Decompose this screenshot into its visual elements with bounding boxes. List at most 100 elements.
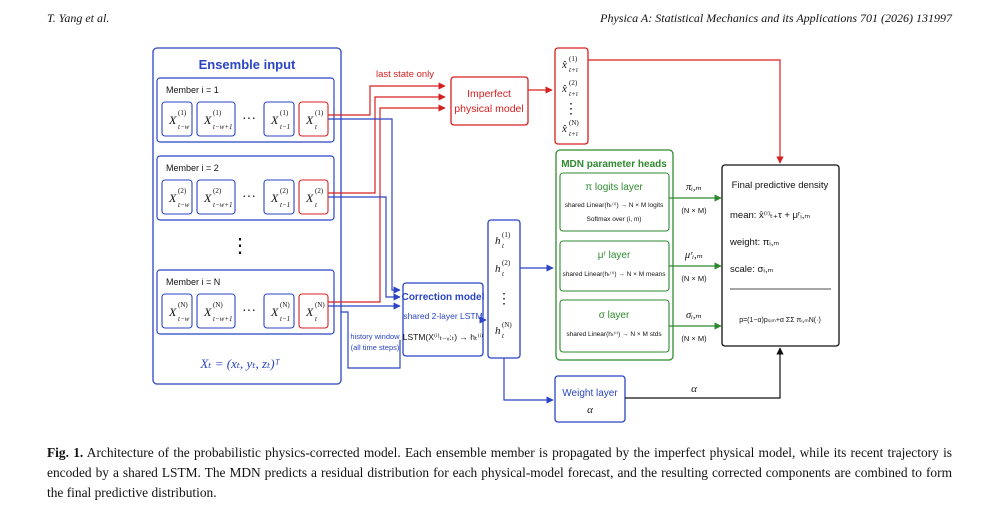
sigma-output-dims: (N × M) <box>681 334 707 343</box>
hidden-state-vdots: ⋮ <box>497 292 511 307</box>
last-state-label: last state only <box>376 69 434 80</box>
mdn-title: MDN parameter heads <box>561 159 667 170</box>
history-cell <box>263 293 295 329</box>
latest-state-cell <box>298 179 329 215</box>
final-density-title: Final predictive density <box>732 180 829 191</box>
hidden-state-subscript: t <box>502 270 505 278</box>
forecast-superscript: (N) <box>569 119 579 127</box>
correction-model-box: Correction model shared 2-layer LSTM LST… <box>402 282 485 357</box>
forecast-superscript: (2) <box>569 79 578 87</box>
history-cell <box>196 101 236 137</box>
member-label: Member i = 1 <box>166 85 219 95</box>
cell-superscript: (1) <box>315 109 324 117</box>
forecast-to-final-arrow <box>588 59 784 164</box>
forecast-subscript: t+τ <box>569 130 579 138</box>
hidden-state-box: h(1)th(2)th(N)t ⋮ <box>487 219 521 359</box>
cell-superscript: (1) <box>280 109 289 117</box>
cell-superscript: (2) <box>315 187 324 195</box>
cell-ellipsis: ··· <box>242 190 256 205</box>
mu-layer-box: μʳ layer shared Linear(hₜ⁽ⁱ⁾) → N × M me… <box>559 240 670 292</box>
cell-subscript: t−w+1 <box>213 123 233 131</box>
caption-label: Fig. 1. <box>47 445 84 460</box>
weight-layer-title: Weight layer <box>562 388 618 399</box>
cell-superscript: (N) <box>178 301 188 309</box>
history-arrows <box>328 118 401 369</box>
member-label: Member i = N <box>166 277 220 287</box>
cell-x: X <box>305 191 314 205</box>
last-state-arrows <box>328 82 446 303</box>
sigma-layer-title: σ layer <box>599 310 630 321</box>
ensemble-input-title: Ensemble input <box>199 57 296 72</box>
history-window-line2: (all time steps) <box>351 343 400 352</box>
history-window-line1: history window <box>350 332 400 341</box>
imperfect-model-line2: physical model <box>454 103 523 115</box>
hidden-state-superscript: (N) <box>502 321 512 329</box>
running-header-author: T. Yang et al. <box>47 11 110 25</box>
cell-ellipsis: ··· <box>242 112 256 127</box>
history-cell <box>161 179 193 215</box>
correction-model-eq: LSTM(X⁽ⁱ⁾ₜ₋ᵥ:ₜ) → hₜ⁽ⁱ⁾ <box>403 332 483 342</box>
cell-x: X <box>203 113 212 127</box>
caption-text: Architecture of the probabilistic physic… <box>47 445 953 500</box>
final-formula: p=(1−α)pₛᵢₘ+α ΣΣ πᵢ,ₘN(·) <box>739 317 821 324</box>
final-density-box: Final predictive density mean: x̂⁽ⁱ⁾ₜ₊τ … <box>721 164 840 347</box>
h-to-weight-arrow <box>503 358 554 404</box>
sigma-output-label: σᵢ,ₘ <box>686 310 702 321</box>
cell-superscript: (N) <box>280 301 290 309</box>
pi-layer-desc2: Softmax over (i, m) <box>587 216 642 223</box>
hidden-state-superscript: (2) <box>502 259 511 267</box>
hidden-state-h: h <box>495 325 501 337</box>
cell-x: X <box>305 305 314 319</box>
ensemble-vdots: ⋮ <box>230 235 250 257</box>
pi-output-label: πᵢ,ₘ <box>686 182 702 193</box>
pi-layer-title: π logits layer <box>585 182 643 193</box>
pi-output-dims: (N × M) <box>681 206 707 215</box>
hidden-state-superscript: (1) <box>502 231 511 239</box>
history-cell <box>196 179 236 215</box>
forecast-xhat: x̂ <box>561 59 567 71</box>
pi-layer-box: π logits layer shared Linear(hₜ⁽ⁱ⁾) → N … <box>559 172 670 232</box>
cell-superscript: (2) <box>178 187 187 195</box>
history-cell <box>263 179 295 215</box>
cell-ellipsis: ··· <box>242 304 256 319</box>
cell-superscript: (N) <box>315 301 325 309</box>
forecast-subscript: t+τ <box>569 66 579 74</box>
weight-layer-box: Weight layer α <box>554 375 626 423</box>
cell-x: X <box>270 305 279 319</box>
cell-subscript: t−w+1 <box>213 201 233 209</box>
mdn-output-arrows <box>669 194 722 330</box>
hidden-state-h: h <box>495 263 501 275</box>
history-cell <box>263 101 295 137</box>
figure-caption: Fig. 1. Architecture of the probabilisti… <box>47 443 952 503</box>
cell-superscript: (2) <box>280 187 289 195</box>
cell-x: X <box>168 305 177 319</box>
state-equation: Xₜ = (xₜ, yₜ, zₜ)ᵀ <box>199 356 280 371</box>
cell-subscript: t <box>315 123 318 131</box>
hidden-state-subscript: t <box>502 242 505 250</box>
cell-superscript: (1) <box>178 109 187 117</box>
forecast-xhat: x̂ <box>561 83 567 95</box>
cell-x: X <box>305 113 314 127</box>
cell-subscript: t−1 <box>280 315 290 323</box>
forecast-box: x̂(1)t+τx̂(2)t+τx̂(N)t+τ ⋮ <box>554 47 589 145</box>
final-scale: scale: σᵢ,ₘ <box>730 264 773 275</box>
cell-superscript: (N) <box>213 301 223 309</box>
history-cell <box>161 293 193 329</box>
forecast-vdots: ⋮ <box>564 102 578 117</box>
sigma-layer-box: σ layer shared Linear(hₜ⁽ⁱ⁾) → N × M std… <box>559 299 670 353</box>
cell-subscript: t−1 <box>280 123 290 131</box>
member-label: Member i = 2 <box>166 163 219 173</box>
latest-state-cell <box>298 101 329 137</box>
latest-state-cell <box>298 293 329 329</box>
mu-layer-desc1: shared Linear(hₜ⁽ⁱ⁾) → N × M means <box>563 271 667 278</box>
cell-subscript: t−w <box>178 201 190 209</box>
correction-model-title: Correction model <box>402 292 485 303</box>
cell-x: X <box>168 191 177 205</box>
cell-superscript: (1) <box>213 109 222 117</box>
forecast-xhat: x̂ <box>561 123 567 135</box>
cell-subscript: t <box>315 315 318 323</box>
